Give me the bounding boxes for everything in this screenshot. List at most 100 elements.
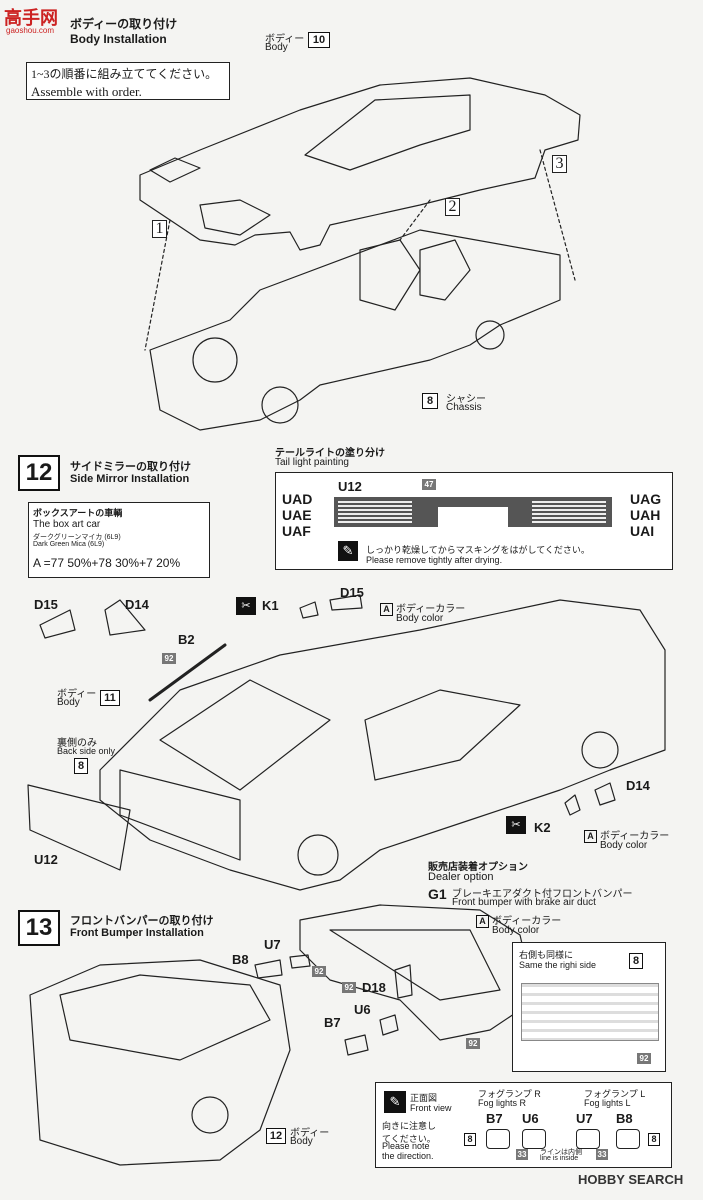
order-marker-1: 1 [152, 220, 167, 238]
num-92-a: 92 [312, 966, 326, 977]
ua-right-i: UAI [630, 523, 655, 539]
fog-num-33-left: 33 [516, 1149, 528, 1160]
front-view-en: Front view [410, 1103, 452, 1113]
front-view-jp: 正面図 [410, 1093, 438, 1103]
fog-num-33-right: 33 [596, 1149, 608, 1160]
boxart-title-jp: ボックスアートの車輌 [33, 508, 123, 518]
g1-desc-jp: ブレーキエアダクト付フロントバンパー [452, 889, 633, 900]
num-92-c: 92 [466, 1038, 480, 1049]
line-inside-jp: ラインは内側 [540, 1149, 582, 1156]
boxart-panel: ボックスアートの車輌 The box art car ダークグリーンマイカ (6… [28, 502, 210, 578]
step13-car-front [29, 959, 291, 1166]
glue-icon-k1: ✂ [236, 597, 256, 615]
same-side-en: Same the righi side [519, 960, 597, 970]
step13-body-en: Body [290, 1136, 313, 1147]
order-marker-2: 2 [445, 198, 460, 216]
step11-title-jp: ボディーの取り付け [70, 17, 178, 31]
paint-a-icon-g1: A [476, 914, 489, 928]
fog-part-u6: U6 [522, 1111, 539, 1126]
d14-bodycolor-en: Body color [600, 840, 648, 851]
step13-title-jp: フロントバンパーの取り付け [70, 915, 214, 927]
brush-icon: ✎ [338, 541, 358, 561]
step11-chassis [149, 229, 561, 431]
tail-part-u12: U12 [338, 479, 362, 494]
step12-title-en: Side Mirror Installation [70, 473, 190, 485]
same-side-part-no: 8 [629, 953, 643, 969]
step13-number: 13 [18, 910, 60, 946]
step11-body-label-en: Body [265, 42, 288, 53]
mirror-label-d15: D15 [34, 597, 58, 612]
fog-part-u7: U7 [576, 1111, 593, 1126]
fog-lens-u7 [576, 1129, 600, 1149]
step11-chassis-part-no: 8 [422, 393, 438, 409]
boxart-color-en: Dark Green Mica (6L9) [33, 541, 105, 548]
fog-light-panel: ✎ 正面図 Front view 向きに注意してください。 Please not… [375, 1082, 672, 1168]
step12-body-jp: ボディー [57, 689, 97, 700]
part-g1: G1 [428, 886, 447, 902]
same-side-jp: 右側も同様に [519, 950, 574, 960]
fog-l-jp: フォグランプ L [584, 1089, 646, 1099]
direction-en: Please note the direction. [382, 1141, 434, 1161]
ua-right-g: UAG [630, 491, 662, 507]
back-only-en: Back side only [57, 746, 116, 756]
fog-r-jp: フォグランプ R [478, 1089, 541, 1099]
step13-body-part-no: 12 [266, 1128, 286, 1144]
same-side-drawing [521, 983, 659, 1041]
tail-num-47: 47 [422, 479, 436, 490]
tail-title-en: Tail light painting [275, 457, 349, 468]
tail-tip-jp: しっかり乾燥してからマスキングをはがしてください。 [366, 545, 590, 555]
fog-r-en: Fog lights R [478, 1098, 527, 1108]
back-only-jp: 裏側のみ [57, 738, 97, 749]
step11-order-note: 1~3の順番に組み立ててください。 Assemble with order. [26, 62, 230, 100]
ua-left-f: UAF [282, 523, 311, 539]
back-only-part-no: 8 [74, 758, 88, 774]
step11-chassis-label-en: Chassis [446, 402, 482, 413]
step11-body-part-no: 10 [308, 32, 330, 48]
part-u12: U12 [34, 852, 58, 867]
step11-chassis-label-jp: シャシー [446, 394, 486, 405]
num-92-b2: 92 [162, 653, 176, 664]
d15-bodycolor-jp: ボディーカラー [396, 604, 466, 615]
direction-jp: 向きに注意してください。 [382, 1121, 437, 1144]
order-marker-3: 3 [552, 155, 567, 173]
ua-left-e: UAE [282, 507, 312, 523]
part-u7: U7 [264, 937, 281, 952]
boxart-color-jp: ダークグリーンマイカ (6L9) [33, 534, 121, 541]
dealer-option-jp: 販売店装着オプション [428, 862, 528, 873]
mirror-label-d14: D14 [125, 597, 149, 612]
dealer-option-en: Dealer option [428, 871, 494, 883]
order-note-en: Assemble with order. [31, 84, 142, 99]
d15-bodycolor-en: Body color [396, 613, 444, 624]
fog-num-8-left: 8 [464, 1133, 476, 1146]
step12-rear-panel-u12 [27, 784, 131, 871]
watermark-logo: 高手网 [4, 8, 58, 28]
ua-right-h: UAH [630, 507, 661, 523]
order-note-jp: 1~3の順番に組み立ててください。 [31, 67, 218, 81]
ua-left-d: UAD [282, 491, 313, 507]
g1-bodycolor-jp: ボディーカラー [492, 916, 562, 927]
step12-body-part-no: 11 [100, 690, 120, 706]
fog-lens-b8 [616, 1129, 640, 1149]
fog-l-en: Fog lights L [584, 1098, 631, 1108]
step12-car-body [99, 599, 666, 891]
part-d18: D18 [362, 980, 386, 995]
step12-title-jp: サイドミラーの取り付け [70, 461, 191, 473]
step11-body-shell [139, 77, 581, 251]
watermark-url: gaoshou.com [6, 26, 55, 35]
part-d15: D15 [340, 585, 364, 600]
step13-body-jp: ボディー [290, 1128, 330, 1139]
fog-lens-b7 [486, 1129, 510, 1149]
g1-desc-en: Front bumper with brake air duct [452, 897, 596, 908]
tail-light-strip [334, 497, 612, 527]
fog-num-8-right: 8 [648, 1133, 660, 1146]
d14-bodycolor-jp: ボディーカラー [600, 831, 670, 842]
fog-lens-u6 [522, 1129, 546, 1149]
paint-a-icon-d14: A [584, 829, 597, 843]
part-b7: B7 [324, 1015, 341, 1030]
part-b2: B2 [178, 632, 195, 647]
g1-bodycolor-en: Body color [492, 925, 540, 936]
fog-part-b7: B7 [486, 1111, 503, 1126]
boxart-title-en: The box art car [33, 519, 101, 530]
step12-body-en: Body [57, 697, 80, 708]
